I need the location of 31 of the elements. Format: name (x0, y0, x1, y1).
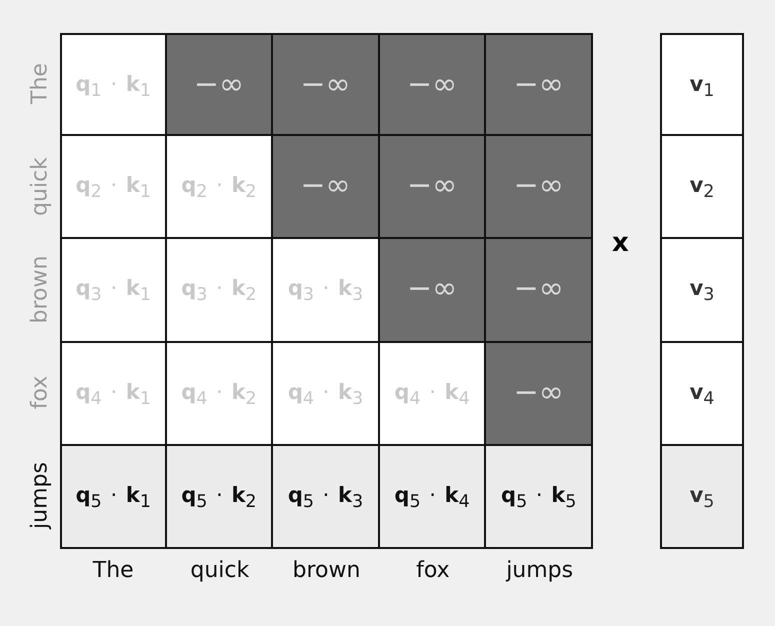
column-label: fox (416, 558, 450, 583)
column-label: jumps (506, 558, 574, 583)
masked-cell: −∞ (484, 134, 593, 240)
masked-cell: −∞ (271, 134, 380, 240)
multiply-sign: x (612, 228, 629, 258)
column-label: brown (292, 558, 360, 583)
masked-cell: −∞ (484, 33, 593, 136)
vector-cell: v$_{2}$ (660, 134, 744, 240)
row-label: The (28, 62, 52, 106)
masked-cell: −∞ (484, 237, 593, 343)
score-cell: q$_{5}$ · k$_{2}$ (164, 444, 274, 549)
masked-cell: −∞ (378, 237, 486, 343)
score-cell: q$_{5}$ · k$_{3}$ (271, 444, 380, 549)
column-label: The (92, 558, 134, 583)
masked-cell: −∞ (378, 134, 486, 240)
score-cell: q$_{5}$ · k$_{5}$ (484, 444, 593, 549)
masked-cell: −∞ (484, 340, 593, 446)
score-cell: q$_{5}$ · k$_{1}$ (60, 444, 167, 549)
row-label: jumps (28, 461, 52, 532)
row-label: quick (28, 156, 52, 218)
row-label: brown (28, 254, 52, 326)
masked-cell: −∞ (271, 33, 380, 136)
vector-cell: v$_{4}$ (660, 340, 744, 446)
column-label: quick (190, 558, 250, 583)
vector-cell: v$_{1}$ (660, 33, 744, 136)
vector-cell: v$_{3}$ (660, 237, 744, 343)
masked-cell: −∞ (378, 33, 486, 136)
vector-cell: v$_{5}$ (660, 444, 744, 549)
score-cell: q$_{5}$ · k$_{4}$ (378, 444, 486, 549)
row-label: fox (28, 374, 52, 412)
masked-cell: −∞ (164, 33, 274, 136)
